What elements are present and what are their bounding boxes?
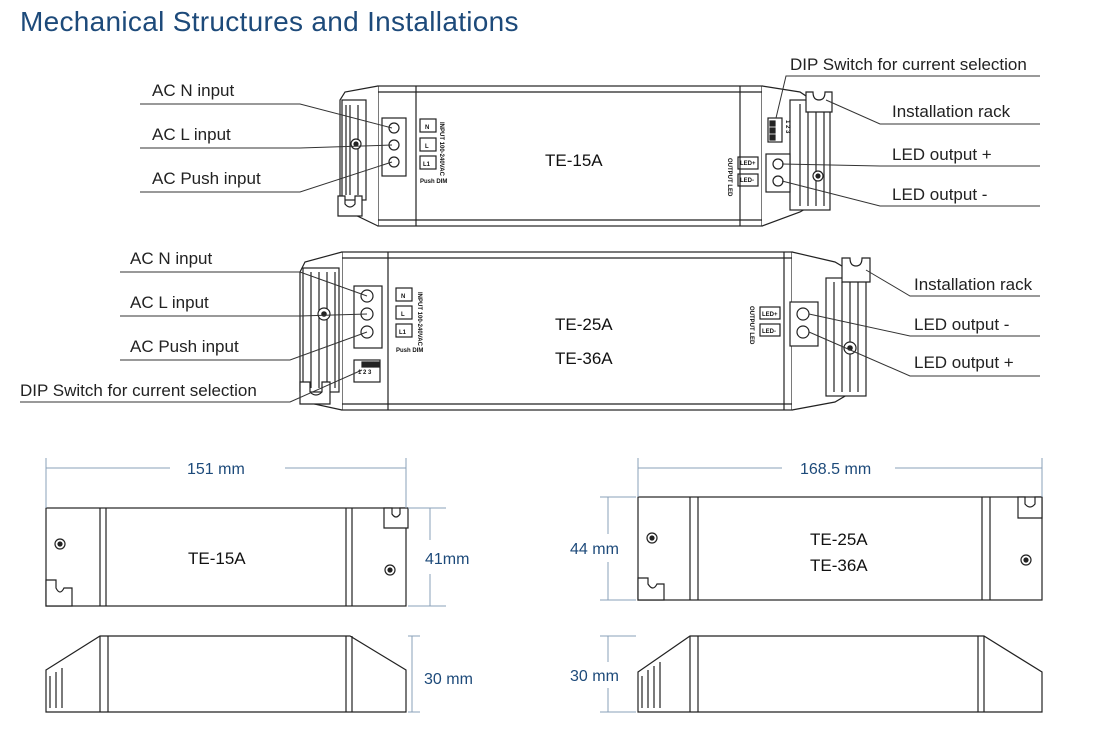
left-width-dim: 41mm — [425, 551, 469, 568]
top-led-minus-terminal: LED- — [740, 178, 754, 184]
mid-input-terminal-block — [353, 285, 383, 349]
right-model-label-2: TE-36A — [810, 556, 868, 575]
mid-terminal-l-label: L — [401, 312, 405, 318]
callout-line — [808, 331, 1040, 377]
top-terminal-l-label: L — [425, 144, 429, 150]
label-ac-l-input: AC L input — [130, 293, 209, 312]
mid-push-dim-text: Push DIM — [396, 348, 423, 354]
terminal-l1 — [388, 156, 400, 168]
right-width-dim: 44 mm — [570, 541, 619, 558]
label-led-output-minus: LED output - — [892, 185, 987, 204]
label-dip-switch: DIP Switch for current selection — [790, 55, 1027, 74]
label-installation-rack: Installation rack — [892, 102, 1011, 121]
callout-line — [781, 163, 1040, 167]
mid-right-bracket-icon — [841, 257, 871, 283]
callout-line — [120, 271, 368, 297]
terminal-l1 — [360, 325, 374, 339]
top-dip-numbers: 1 2 3 — [784, 120, 790, 134]
terminal-n — [360, 289, 374, 303]
left-model-label: TE-15A — [188, 549, 246, 568]
callout-line — [140, 103, 393, 129]
screw-icon — [384, 564, 396, 576]
label-ac-push-input: AC Push input — [130, 337, 239, 356]
label-ac-n-input: AC N input — [152, 81, 234, 100]
top-led-plus-terminal: LED+ — [740, 161, 756, 167]
top-led-text: OUTPUT LED — [726, 158, 732, 197]
callout-line — [120, 313, 368, 317]
right-dimension-views — [637, 496, 1043, 713]
top-left-bracket-icon — [337, 195, 363, 217]
top-terminal-n-label: N — [425, 125, 429, 131]
mid-device-body — [341, 251, 793, 411]
right-height-dim: 30 mm — [570, 668, 619, 685]
mid-dip-numbers: 1 2 3 — [358, 370, 372, 376]
left-height-dim: 30 mm — [424, 671, 473, 688]
page-title: Mechanical Structures and Installations — [20, 6, 519, 37]
screw-icon — [54, 538, 66, 550]
callout-line — [865, 269, 1040, 297]
mid-model-label-1: TE-25A — [555, 315, 613, 334]
label-led-output-minus: LED output - — [914, 315, 1009, 334]
terminal-n — [388, 122, 400, 134]
mid-led-terminal-block — [789, 301, 819, 347]
top-input-text: INPUT 100-240VAC — [438, 122, 444, 177]
top-device-body — [377, 85, 763, 227]
mid-input-text: INPUT 100-240VAC — [416, 292, 422, 347]
label-ac-l-input: AC L input — [152, 125, 231, 144]
top-right-bracket-icon — [805, 91, 833, 113]
top-push-dim-text: Push DIM — [420, 179, 447, 185]
right-length-dim: 168.5 mm — [800, 461, 871, 478]
callout-line — [20, 369, 363, 403]
top-input-terminal-block — [381, 117, 407, 177]
callout-line — [808, 313, 1040, 337]
label-ac-push-input: AC Push input — [152, 169, 261, 188]
callout-line — [825, 99, 1040, 125]
left-dimension-views — [45, 507, 409, 713]
mid-terminal-n-label: N — [401, 294, 405, 300]
label-dip-switch: DIP Switch for current selection — [20, 381, 257, 400]
mid-led-plus-terminal: LED+ — [762, 312, 778, 318]
left-length-dim: 151 mm — [187, 461, 245, 478]
top-terminal-l1-label: L1 — [423, 162, 431, 168]
top-device — [337, 85, 833, 227]
label-led-output-plus: LED output + — [914, 353, 1014, 372]
callout-line — [775, 75, 1040, 119]
callout-line — [140, 144, 393, 149]
mid-model-label-2: TE-36A — [555, 349, 613, 368]
mid-terminal-l1-label: L1 — [399, 330, 407, 336]
label-led-output-plus: LED output + — [892, 145, 992, 164]
screw-icon — [1020, 554, 1032, 566]
callout-line — [120, 331, 368, 361]
right-model-label-1: TE-25A — [810, 530, 868, 549]
callout-line — [781, 180, 1040, 207]
label-installation-rack: Installation rack — [914, 275, 1033, 294]
callout-line — [140, 161, 393, 193]
screw-icon — [646, 532, 658, 544]
mid-led-minus-terminal: LED- — [762, 329, 776, 335]
label-ac-n-input: AC N input — [130, 249, 212, 268]
mid-led-text: OUTPUT LED — [748, 306, 754, 345]
top-model-label: TE-15A — [545, 151, 603, 170]
mid-device — [299, 251, 871, 411]
